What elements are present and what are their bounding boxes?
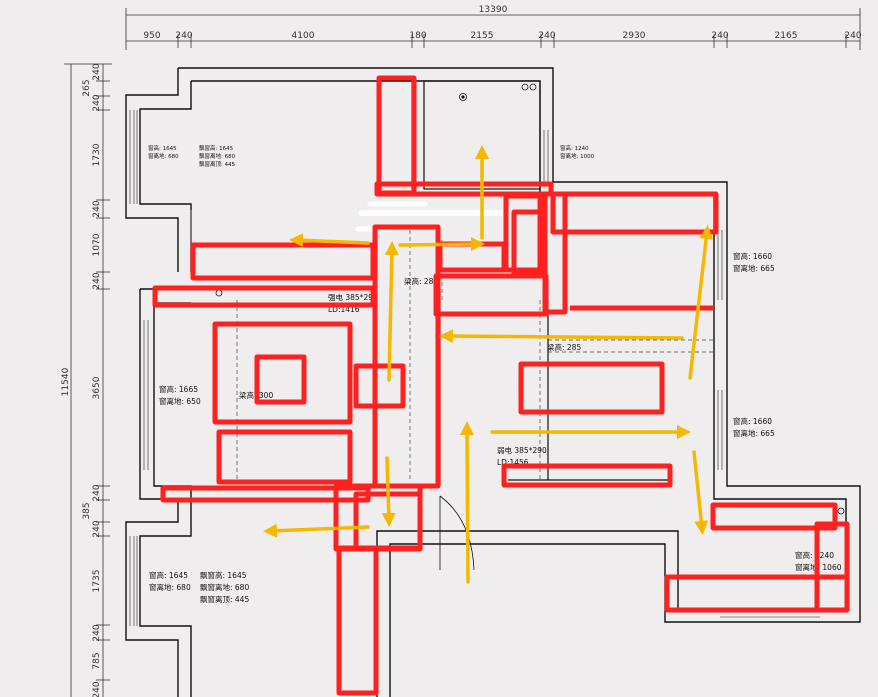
left-dimension-values: 240 265 240 1730 240 1070 240 3650 240 3… [82, 63, 102, 697]
pipe-icon [521, 83, 529, 91]
arrow-up [384, 241, 399, 382]
dim-left: 385 [82, 502, 92, 519]
dim-left: 1735 [92, 570, 102, 593]
window-sill-label: 窗离地: 680 [148, 152, 179, 160]
beam-height-label: 梁高: 285 [404, 276, 438, 286]
window-sill-label: 窗离地: 665 [733, 263, 775, 273]
floor-drain-icon [459, 93, 467, 101]
markup-box [710, 502, 838, 531]
arrow-up [688, 225, 714, 380]
window-height-label: 窗高: 1665 [159, 384, 198, 394]
markup-box [518, 361, 665, 415]
markup-box [212, 321, 353, 425]
window-height-label: 窗高: 1240 [560, 144, 589, 152]
dim-left: 240 [92, 624, 102, 641]
arrow-down [692, 450, 709, 535]
dim-top: 240 [844, 31, 861, 41]
markup-box [254, 354, 307, 405]
dim-left: 3650 [92, 376, 102, 399]
markup-box [503, 193, 543, 273]
markup-box [372, 224, 441, 489]
bay-window-height-label: 飘窗高: 1645 [200, 570, 247, 580]
top-total-dimension: 13390 [479, 5, 508, 15]
dim-top: 240 [711, 31, 728, 41]
markup-box [336, 545, 379, 696]
pipe-icon [837, 507, 845, 515]
dim-top: 2165 [775, 31, 798, 41]
door-swing [439, 495, 475, 571]
red-markup [152, 75, 850, 696]
arrow-left [439, 329, 684, 344]
window-sill-label: 窗离地: 650 [159, 396, 201, 406]
dim-top: 2155 [471, 31, 494, 41]
weak-box-height-label: LD:1456 [497, 458, 529, 467]
top-dimension-lines [125, 8, 861, 50]
bay-window-sill-label: 飘窗离地: 680 [199, 152, 236, 160]
arrow-right [398, 237, 485, 252]
markup-box [550, 191, 719, 235]
bay-window-top-label: 飘窗离顶: 445 [200, 594, 249, 604]
window-lines [129, 110, 820, 626]
bay-window-sill-label: 飘窗离地: 680 [200, 582, 249, 592]
markup-box [374, 181, 554, 197]
markup-box [664, 574, 850, 613]
window-height-label: 窗高: 1645 [148, 144, 177, 152]
window-sill-label: 窗离地: 680 [149, 582, 191, 592]
markup-box [511, 209, 543, 277]
window-sill-label: 窗离地: 665 [733, 428, 775, 438]
window-height-label: 窗高: 1645 [149, 570, 188, 580]
bay-window-top-label: 飘窗离顶: 445 [199, 160, 236, 168]
window-sill-label: 窗离地: 1000 [560, 152, 595, 160]
pipe-icon [529, 83, 537, 91]
weak-box-label: 弱电 385*290 [497, 445, 547, 455]
markup-box [216, 429, 353, 485]
markup-box [437, 241, 507, 273]
bay-window-height-label: 飘窗高: 1645 [199, 144, 234, 152]
dim-top: 240 [175, 31, 192, 41]
window-height-label: 窗高: 1660 [733, 416, 772, 426]
beam-height-label: 梁高: 285 [547, 342, 581, 352]
markup-box [190, 242, 376, 281]
dim-left: 785 [92, 652, 102, 669]
yellow-arrows [263, 145, 714, 584]
pipe-icon [215, 289, 223, 297]
left-total-dimension: 11540 [61, 367, 71, 396]
dim-left: 1730 [92, 143, 102, 166]
dim-top: 4100 [292, 31, 315, 41]
dim-left: 240 [92, 520, 102, 537]
markup-box [353, 363, 406, 409]
markup-box [501, 463, 673, 488]
markup-box [376, 75, 417, 196]
markup-box [433, 273, 549, 317]
dim-top: 2930 [623, 31, 646, 41]
dim-left: 240 [92, 63, 102, 80]
arrow-left [263, 523, 370, 538]
top-dimension-values: 950 240 4100 180 2155 240 2930 240 2165 … [143, 31, 861, 41]
dim-top: 180 [409, 31, 426, 41]
dim-left: 1070 [92, 233, 102, 256]
window-height-label: 窗高: 1660 [733, 251, 772, 261]
dim-top: 950 [143, 31, 160, 41]
dim-left: 240 [92, 200, 102, 217]
dim-left: 240 [92, 681, 102, 697]
arrow-left [289, 233, 370, 248]
arrow-up [460, 421, 475, 584]
interior-walls [411, 80, 670, 486]
strong-box-height-label: LD:1416 [328, 305, 360, 314]
strong-box-label: 强电 385*290 [328, 292, 378, 302]
dim-left: 240 [92, 94, 102, 111]
left-dimension-lines [64, 63, 112, 697]
dim-left: 265 [82, 79, 92, 96]
dim-top: 240 [538, 31, 555, 41]
dim-left: 240 [92, 484, 102, 501]
dim-left: 240 [92, 272, 102, 289]
arrow-down [381, 456, 396, 527]
